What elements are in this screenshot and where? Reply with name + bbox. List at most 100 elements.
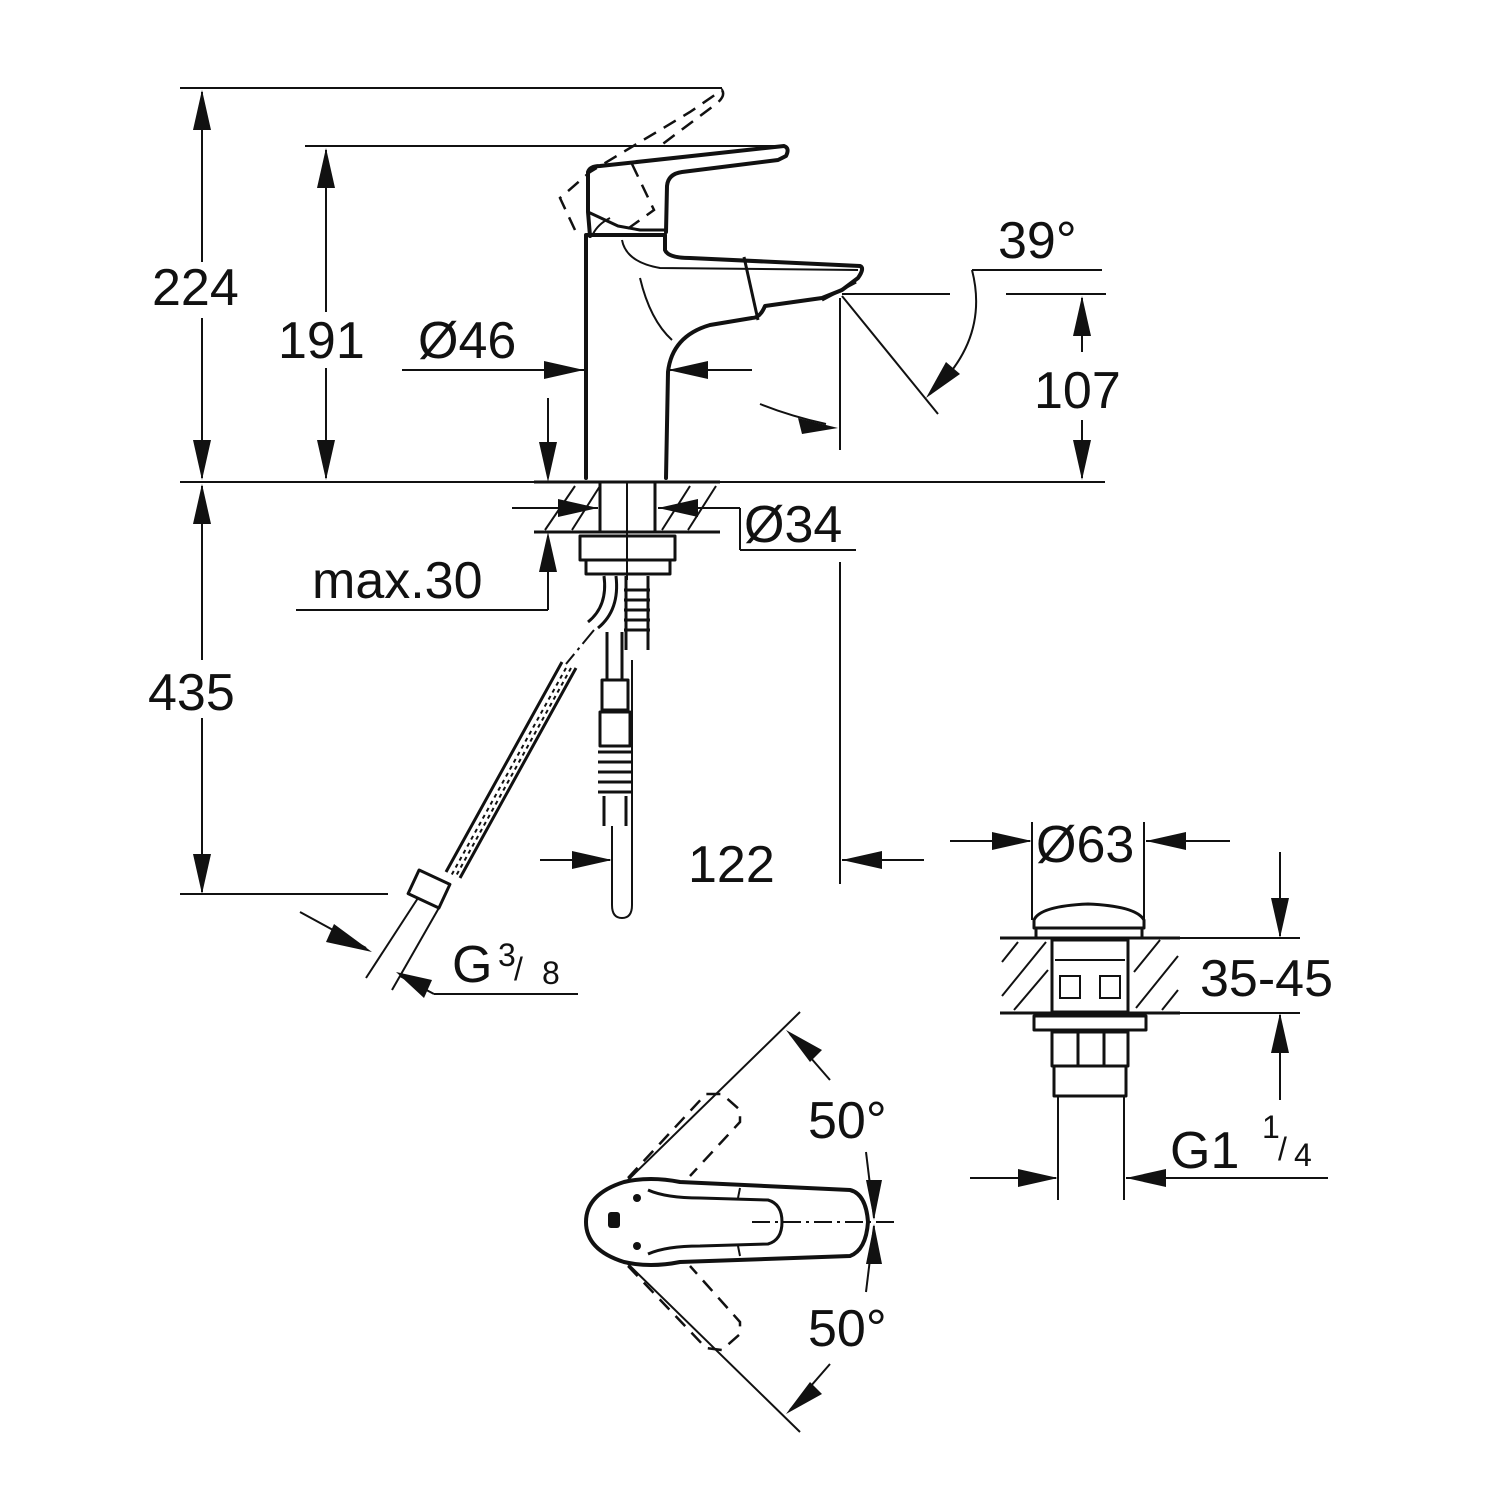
deck-section — [534, 480, 720, 580]
hose-centerline — [565, 629, 595, 665]
dimension-label-g1-1-4-den: 4 — [1294, 1137, 1312, 1173]
arrow-up-icon — [539, 532, 557, 572]
lever-top-inner — [647, 1188, 784, 1256]
arrow-right-icon — [544, 361, 584, 379]
lever-rotated-left — [627, 1092, 742, 1179]
waste-hex-nut — [1050, 1030, 1130, 1068]
dimension-label-50-deg-left: 50° — [808, 1092, 887, 1150]
dimension-label-g3-8-main: G — [452, 936, 492, 994]
lever-rotated-right — [627, 1265, 742, 1352]
outlet-fitting-spring — [598, 750, 632, 794]
spout-curve — [621, 239, 859, 271]
dimension-191: 191 — [278, 148, 365, 480]
arrow-up-icon — [193, 90, 211, 130]
arrow-up-icon — [866, 1224, 882, 1264]
lever-arc — [592, 217, 611, 235]
dimension-diameter-46: Ø46 — [402, 312, 752, 379]
cold-hot-indicator — [608, 1212, 620, 1228]
dimension-label-39-deg: 39° — [998, 212, 1077, 270]
dimension-label-g1-1-4-slash: / — [1278, 1131, 1287, 1167]
outlet-pipe-end — [611, 660, 633, 920]
lever-top-view: 50° 50° — [584, 1011, 896, 1433]
arrow-left-icon — [1146, 832, 1186, 850]
lever-base — [587, 210, 665, 232]
dimension-diameter-34: Ø34 — [512, 496, 856, 554]
spray-angle-line — [841, 295, 939, 415]
arrow-right-icon — [558, 499, 598, 517]
dimension-label-g3-8-den: 8 — [542, 955, 560, 991]
arrow-up-icon — [193, 484, 211, 524]
lever-raised-outline — [558, 88, 725, 231]
outlet-fitting-1 — [600, 678, 630, 712]
arrow-left-icon — [1126, 1169, 1166, 1187]
dimension-label-435: 435 — [148, 664, 235, 722]
arrow-up-icon — [1271, 1013, 1289, 1053]
lever-handle — [586, 144, 790, 238]
waste-deck-hatching — [1001, 939, 1179, 1011]
arrow-left-icon — [658, 499, 698, 517]
arrow-icon — [786, 1030, 822, 1062]
faucet-side-view — [180, 87, 1105, 483]
outlet-pipe — [602, 796, 628, 826]
dimension-label-d34: Ø34 — [744, 496, 842, 554]
lever-raised-outline-2 — [625, 163, 656, 232]
arrow-down-icon — [1271, 898, 1289, 938]
dimension-label-d46: Ø46 — [418, 312, 516, 370]
dimension-label-max-30: max.30 — [312, 552, 483, 610]
dimension-label-191: 191 — [278, 312, 365, 370]
dimension-label-122: 122 — [688, 836, 775, 894]
dimension-label-g1-1-4-num: 1 — [1262, 1109, 1280, 1145]
waste-body — [1050, 938, 1130, 1014]
dimension-label-107: 107 — [1034, 362, 1121, 420]
dimension-label-50-deg-right: 50° — [808, 1300, 887, 1358]
dimension-label-g1-1-4-main: G1 — [1170, 1122, 1239, 1180]
dimension-label-d63: Ø63 — [1036, 816, 1134, 874]
outlet-pipe-spring — [624, 576, 650, 650]
arrow-down-icon — [539, 442, 557, 482]
arrow-right-icon — [1018, 1169, 1058, 1187]
arrow-up-icon — [317, 148, 335, 188]
lever-top-outline — [584, 1177, 870, 1267]
dimension-max-30: max.30 — [296, 398, 557, 611]
faucet-body — [584, 233, 865, 480]
dimension-g3-8: G 3 / 8 — [299, 911, 578, 998]
waste-flange — [1032, 1014, 1148, 1032]
dimension-435: 435 — [148, 484, 388, 895]
dimension-224: 224 — [152, 90, 239, 480]
dimension-label-g3-8-slash: / — [514, 951, 523, 987]
dimension-122: 122 — [540, 298, 924, 894]
dimension-label-g3-8-num: 3 — [498, 937, 516, 973]
braided-hose-lower — [444, 661, 578, 879]
arrow-icon — [396, 972, 432, 998]
arrow-icon — [326, 924, 372, 952]
arrow-icon — [926, 362, 960, 398]
hose-braid-pattern — [450, 667, 572, 877]
arrow-up-icon — [1073, 296, 1091, 336]
arrow-down-icon — [1073, 440, 1091, 480]
flexible-hoses — [365, 575, 650, 991]
arrow-left-icon — [842, 851, 882, 869]
dimension-39-deg: 39° — [759, 212, 1102, 434]
arrow-down-icon — [866, 1180, 882, 1220]
outlet-fitting-2 — [598, 710, 632, 748]
fixing-washer — [584, 558, 672, 576]
hose-pipe-left — [365, 897, 419, 979]
arrow-down-icon — [193, 854, 211, 894]
dimension-label-35-45: 35-45 — [1200, 950, 1333, 1008]
body-curve — [639, 277, 673, 341]
arrow-left-icon — [668, 361, 708, 379]
hose-end-nut — [406, 868, 452, 910]
arrow-down-icon — [193, 440, 211, 480]
dimension-107: 107 — [842, 293, 1121, 480]
arrow-right-icon — [572, 851, 612, 869]
spout-outline — [742, 256, 760, 321]
dimension-label-224: 224 — [152, 259, 239, 317]
arrow-icon — [786, 1382, 822, 1414]
waste-cap — [1032, 902, 1146, 930]
arrow-down-icon — [317, 440, 335, 480]
arrow-right-icon — [992, 832, 1032, 850]
aerator — [821, 280, 857, 302]
arrow-icon — [798, 418, 838, 434]
braided-hose-upper — [587, 575, 619, 630]
